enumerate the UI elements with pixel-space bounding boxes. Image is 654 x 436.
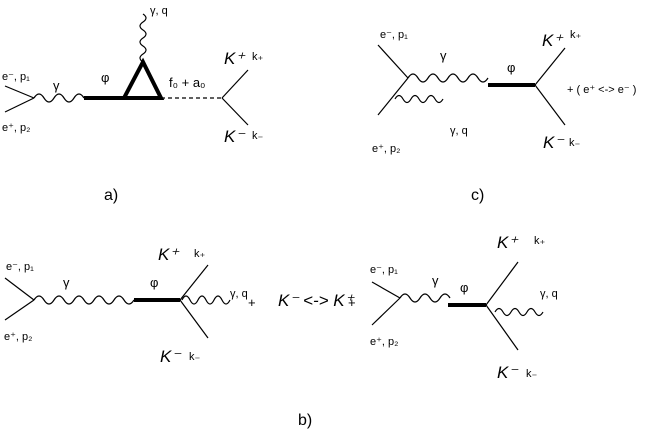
k-plus-label: K⁺: [224, 49, 246, 68]
k-plus-label: K⁺: [542, 31, 564, 50]
k-plus-line: [534, 47, 566, 86]
positron-line: [371, 297, 401, 326]
emitted-photon: [494, 307, 544, 317]
f0-a0-label: f₀ + a₀: [169, 75, 205, 90]
k-minus-momentum: k₋: [189, 351, 201, 363]
emitted-photon: [394, 94, 444, 104]
e-plus-label: e⁺, p₂: [370, 336, 398, 348]
photon-propagator: [399, 293, 451, 303]
plus-sign-2: +: [348, 295, 356, 310]
phi-label: φ: [101, 70, 109, 85]
k-plus-line: [221, 69, 249, 99]
e-plus-label: e⁺, p₂: [372, 143, 400, 155]
diagram-b-middle: + K⁻ <-> K⁺ +: [248, 291, 356, 310]
positron-line: [4, 299, 35, 321]
phi-label: φ: [460, 280, 468, 295]
k-minus-line: [485, 304, 519, 351]
emitted-photon: [181, 295, 231, 305]
e-minus-label: e⁻, p₁: [380, 29, 408, 41]
e-minus-label: e⁻, p₁: [6, 261, 34, 273]
k-plus-momentum: k₊: [534, 235, 546, 247]
k-minus-momentum: k₋: [252, 130, 264, 142]
swap-note: + ( e⁺ <-> e⁻ ): [567, 84, 636, 96]
k-minus-momentum: k₋: [526, 368, 538, 380]
electron-line: [4, 277, 35, 301]
gamma-q-label: γ, q: [540, 288, 558, 300]
gamma-q-label: γ, q: [450, 125, 468, 137]
gamma-label: γ: [53, 78, 60, 93]
e-minus-label: e⁻, p₁: [2, 71, 30, 83]
k-plus-line: [179, 264, 209, 301]
panel-label-c: c): [471, 187, 484, 204]
diagram-c: e⁻, p₁ e⁺, p₂ γ φ γ, q K⁺ k₊ K⁻ k₋ + ( e…: [372, 29, 636, 204]
e-plus-label: e⁺, p₂: [4, 331, 32, 343]
gamma-label: γ: [432, 273, 439, 288]
k-minus-line: [221, 97, 249, 126]
gamma-label: γ: [63, 275, 70, 290]
phi-label: φ: [507, 60, 515, 75]
k-plus-momentum: k₊: [570, 29, 582, 41]
gamma-q-label: γ, q: [230, 288, 248, 300]
photon-propagator: [33, 295, 135, 305]
electron-line: [377, 44, 409, 79]
gamma-label: γ: [440, 48, 447, 63]
electron-line: [371, 281, 401, 299]
k-plus-label: K⁺: [497, 233, 519, 252]
k-plus-momentum: k₊: [194, 248, 206, 260]
k-minus-line: [179, 299, 209, 339]
phi-label: φ: [150, 275, 158, 290]
photon-propagator: [407, 73, 489, 83]
k-minus-label: K⁻: [224, 127, 246, 146]
k-minus-momentum: k₋: [569, 137, 581, 149]
k-minus-line: [534, 84, 566, 126]
e-plus-label: e⁺, p₂: [2, 122, 30, 134]
positron-line: [377, 77, 409, 116]
k-minus-label: K⁻: [497, 363, 519, 382]
emitted-photon: [139, 13, 147, 63]
photon-propagator: [33, 93, 85, 103]
plus-sign-1: +: [248, 295, 256, 310]
diagram-a: e⁻, p₁ e⁺, p₂ γ φ γ, q f₀ + a₀ K⁺ k₊ K⁻ …: [2, 5, 264, 204]
k-plus-momentum: k₊: [252, 51, 264, 63]
e-minus-label: e⁻, p₁: [370, 264, 398, 276]
k-minus-label: K⁻: [543, 133, 565, 152]
k-plus-label: K⁺: [158, 245, 180, 264]
k-minus-label: K⁻: [160, 347, 182, 366]
k-plus-line: [485, 261, 519, 306]
kaon-loop-triangle: [120, 57, 165, 100]
swap-note: K⁻ <-> K⁺: [278, 291, 356, 310]
diagram-b-left: e⁻, p₁ e⁺, p₂ γ φ γ, q K⁺ k₊ K⁻ k₋: [4, 245, 248, 366]
electron-line: [4, 85, 35, 99]
gamma-q-label: γ, q: [150, 5, 168, 17]
panel-label-a: a): [104, 187, 118, 204]
diagram-b-right: e⁻, p₁ e⁺, p₂ γ φ γ, q K⁺ k₊ K⁻ k₋: [370, 233, 558, 382]
positron-line: [4, 97, 35, 113]
panel-label-b: b): [298, 412, 312, 429]
